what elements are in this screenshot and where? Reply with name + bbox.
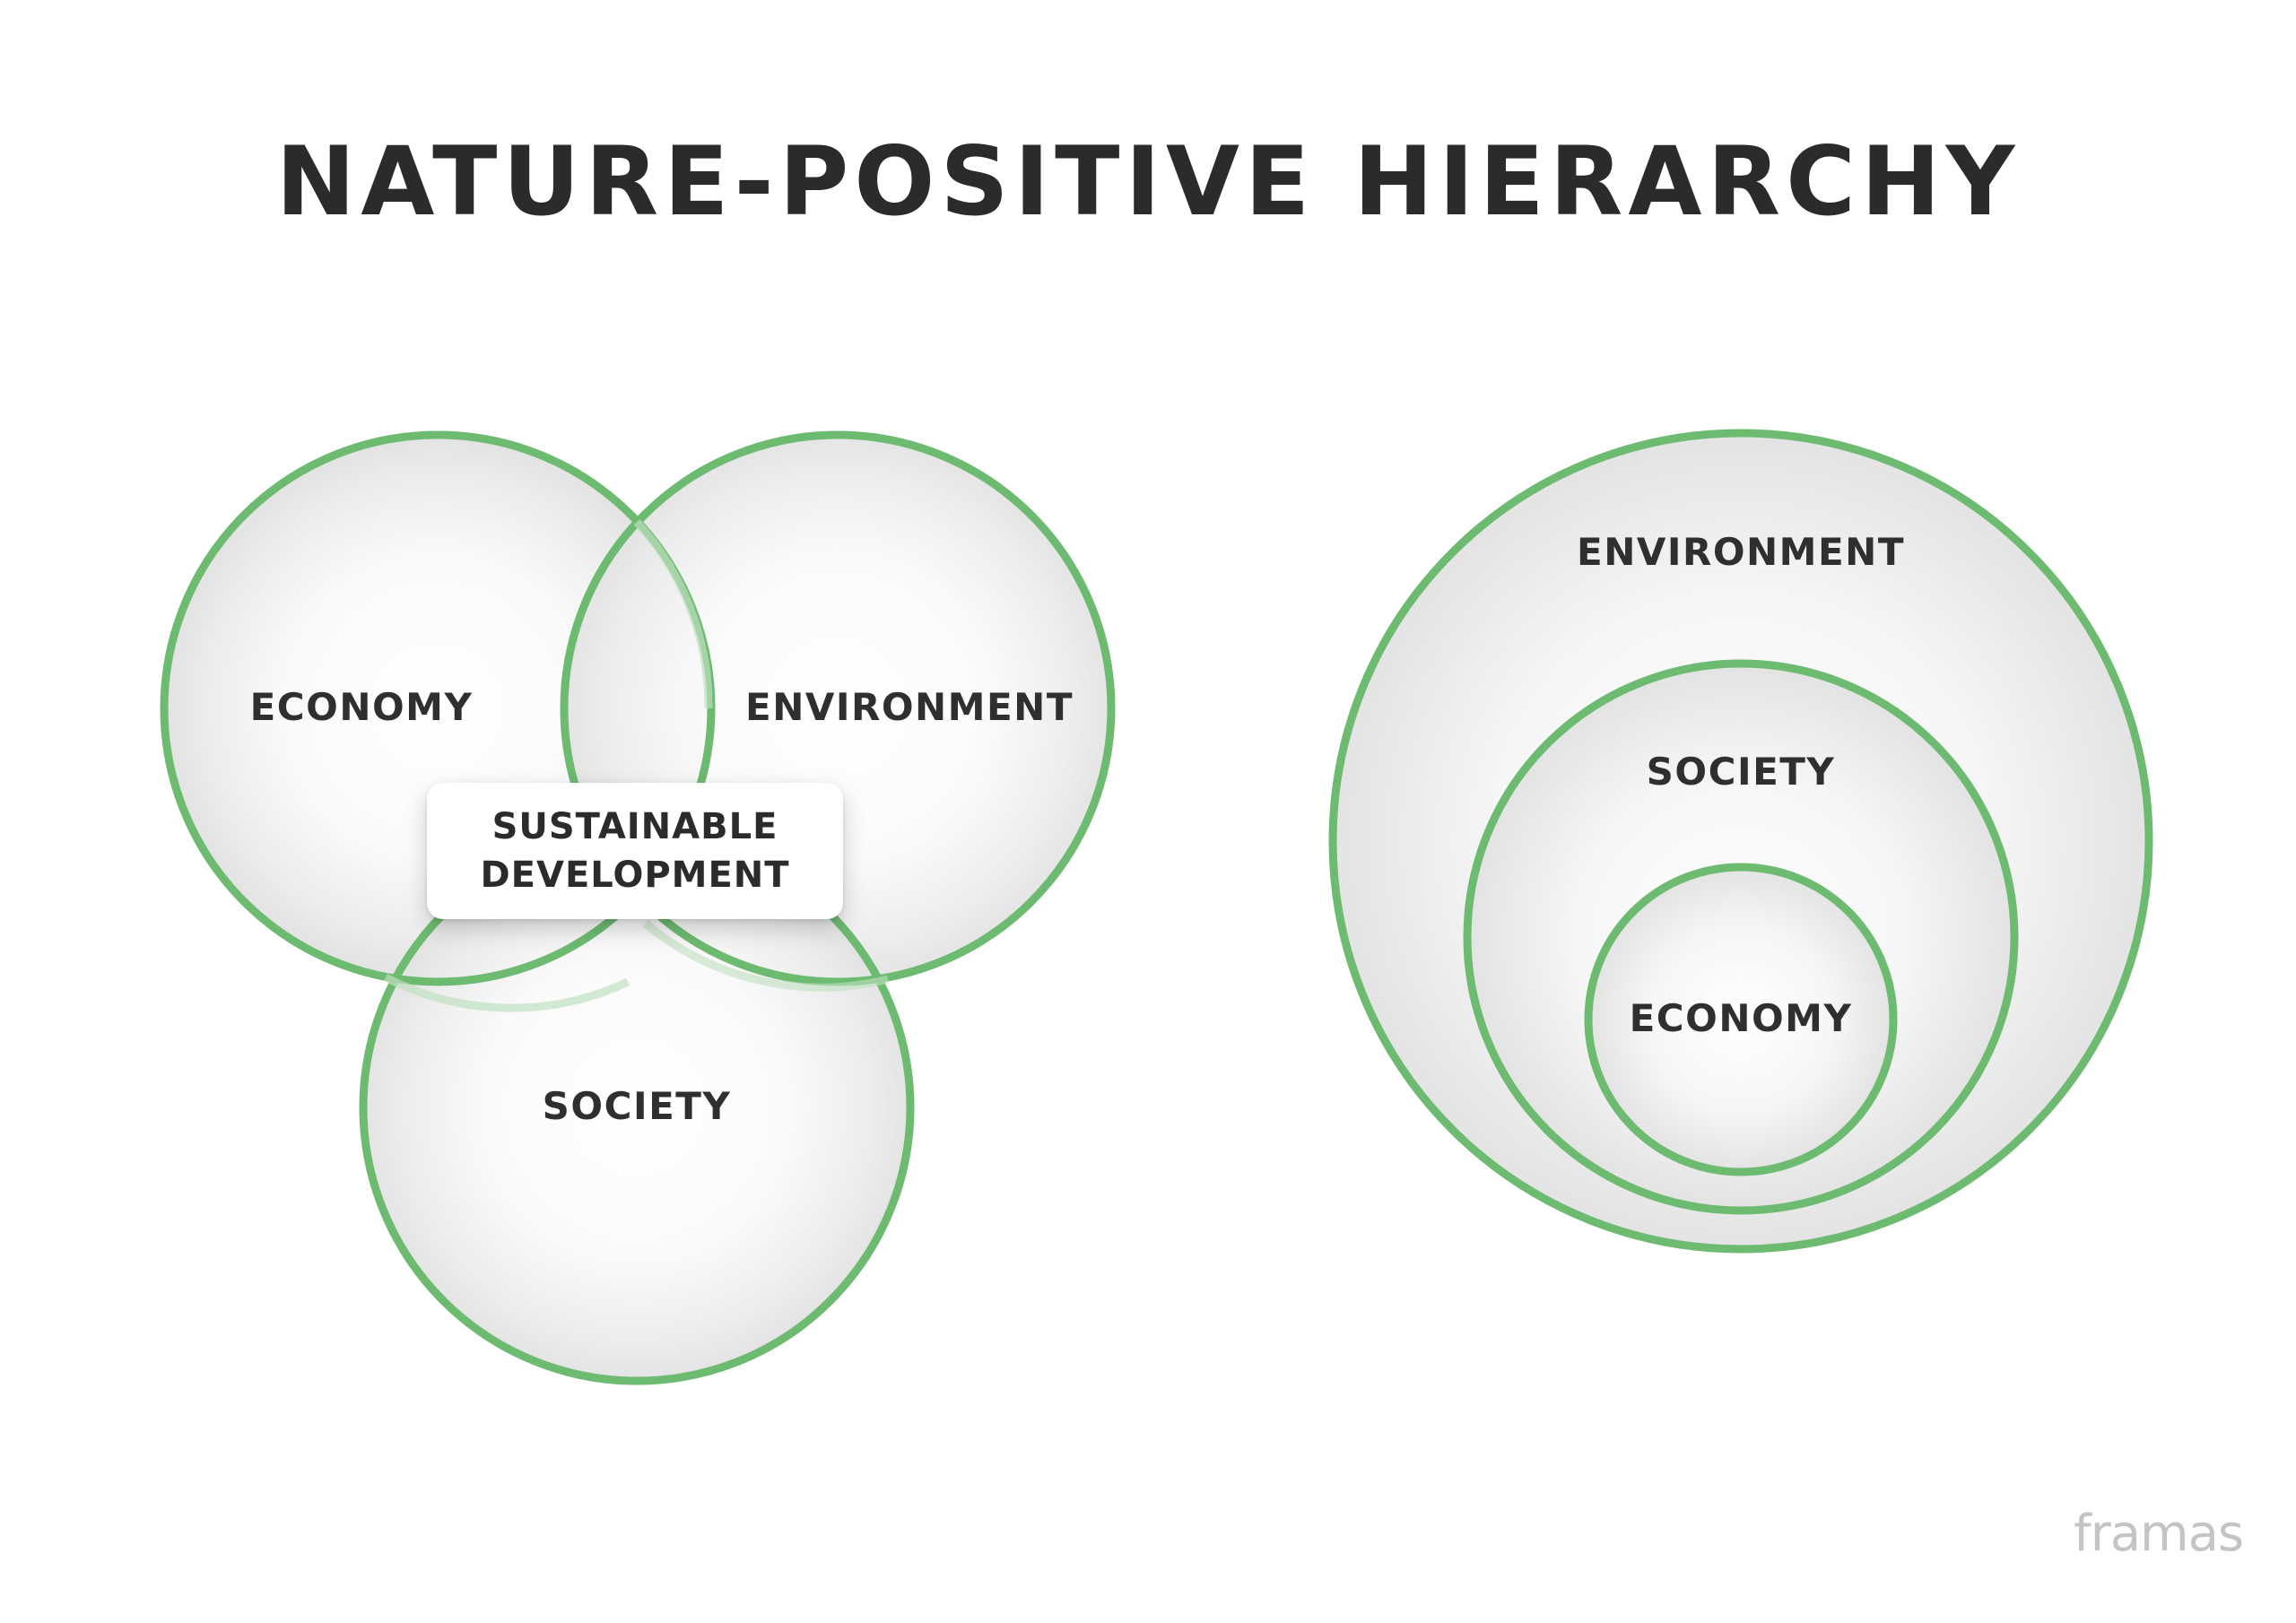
badge-line-1: SUSTAINABLE	[491, 806, 778, 847]
nested-economy-circle	[1584, 863, 1898, 1176]
badge-line-2: DEVELOPMENT	[480, 855, 790, 896]
sustainable-development-badge: SUSTAINABLE DEVELOPMENT	[427, 783, 843, 919]
page-title: NATURE-POSITIVE HIERARCHY	[275, 126, 2021, 237]
framas-logo: framas	[2074, 1505, 2244, 1563]
venn-society-label: SOCIETY	[543, 1084, 732, 1128]
venn-overlap-arc-bottom-left	[383, 974, 630, 1012]
nested-diagram: ENVIRONMENT SOCIETY ECONOMY	[1328, 429, 2153, 1254]
venn-overlap-arc-left	[633, 518, 713, 709]
venn-economy-label: ECONOMY	[250, 685, 474, 729]
venn-environment-ring	[560, 430, 1116, 986]
venn-environment-label: ENVIRONMENT	[745, 685, 1074, 729]
nested-society-label: SOCIETY	[1647, 750, 1836, 794]
nested-environment-label: ENVIRONMENT	[1577, 530, 1905, 574]
venn-overlap-arc-bottom-right	[643, 920, 890, 992]
nested-economy-label: ECONOMY	[1630, 996, 1853, 1040]
